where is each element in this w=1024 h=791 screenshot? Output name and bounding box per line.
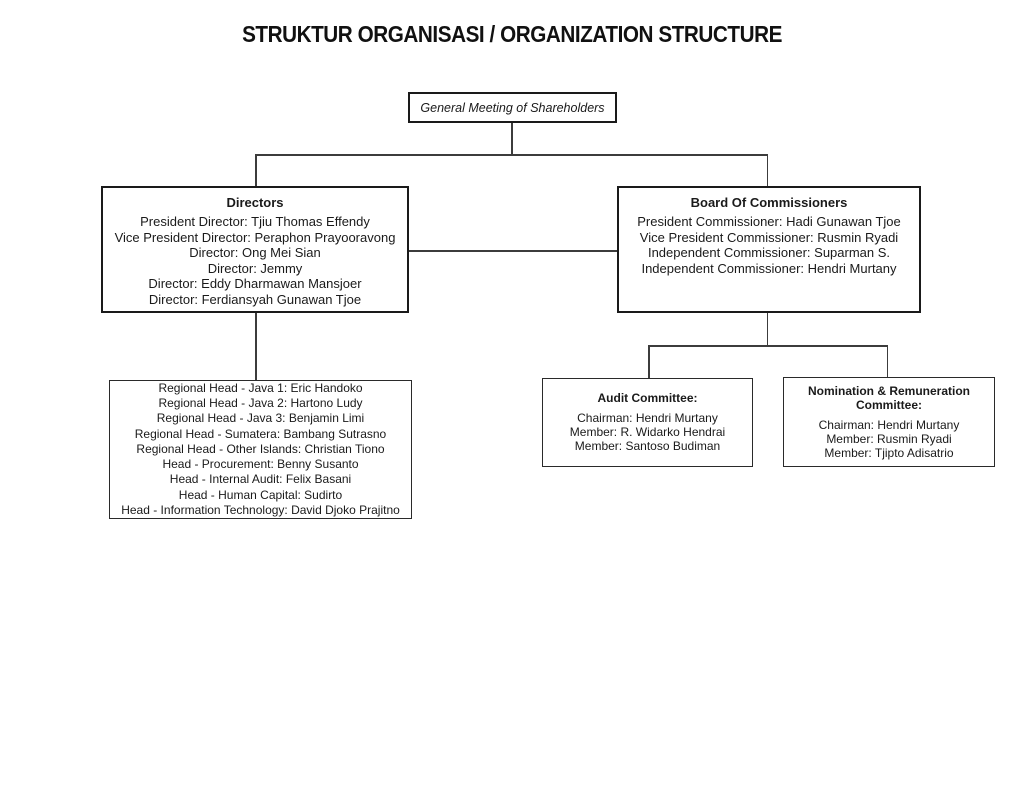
member-line: Head - Human Capital: Sudirto (178, 487, 343, 502)
member-line: Member: R. Widarko Hendrai (569, 425, 726, 440)
member-line: Vice President Commissioner: Rusmin Ryad… (639, 229, 899, 245)
member-line: Director: Ferdiansyah Gunawan Tjoe (148, 291, 362, 307)
member-line: Regional Head - Sumatera: Bambang Sutras… (134, 426, 387, 441)
node-audit-committee: Audit Committee: Chairman: Hendri Murtan… (542, 378, 753, 467)
member-line: President Director: Tjiu Thomas Effendy (140, 214, 370, 229)
member-line: Member: Santoso Budiman (574, 439, 721, 454)
member-line: Director: Jemmy (207, 260, 303, 276)
nomination-committee-heading: Nomination & Remuneration Committee: (807, 383, 970, 413)
connector-top-horizontal (255, 154, 768, 156)
connector-directors-drop (255, 154, 257, 187)
member-line: Head - Procurement: Benny Susanto (162, 457, 359, 472)
directors-heading: Directors (226, 195, 284, 210)
member-line: Director: Ong Mei Sian (189, 245, 321, 260)
shareholders-label: General Meeting of Shareholders (420, 100, 605, 115)
member-line: Member: Tjipto Adisatrio (824, 446, 954, 461)
member-line: Regional Head - Java 3: Benjamin Limi (156, 411, 365, 426)
node-board-of-commissioners: Board Of Commissioners President Commiss… (617, 186, 921, 313)
member-line: Regional Head - Java 2: Hartono Ludy (158, 395, 363, 410)
connector-directors-regional (255, 312, 257, 381)
member-line: Chairman: Hendri Murtany (818, 417, 960, 432)
audit-committee-heading: Audit Committee: (597, 391, 698, 406)
node-nomination-remuneration-committee: Nomination & Remuneration Committee: Cha… (783, 377, 995, 467)
node-directors: Directors President Director: Tjiu Thoma… (101, 186, 409, 313)
connector-directors-commissioners (409, 250, 617, 252)
commissioners-member-list: President Commissioner: Hadi Gunawan Tjo… (619, 214, 919, 276)
commissioners-heading: Board Of Commissioners (690, 195, 848, 210)
connector-nomination-drop (886, 345, 888, 378)
member-line: Member: Rusmin Ryadi (826, 431, 952, 446)
connector-shareholders-down (511, 122, 513, 155)
member-line: Independent Commissioner: Hendri Murtany (641, 260, 897, 276)
member-line: Independent Commissioner: Suparman S. (647, 245, 891, 260)
member-line: Head - Information Technology: David Djo… (121, 503, 400, 518)
node-general-meeting-of-shareholders: General Meeting of Shareholders (408, 92, 617, 123)
member-line: Director: Eddy Dharmawan Mansjoer (148, 276, 362, 291)
member-line: Regional Head - Java 1: Eric Handoko (158, 380, 363, 395)
member-line: Vice President Director: Peraphon Prayoo… (114, 229, 396, 245)
connector-audit-drop (648, 345, 650, 379)
member-line: Regional Head - Other Islands: Christian… (136, 441, 385, 456)
connector-commissioners-drop (766, 154, 768, 187)
connector-commissioners-down (766, 312, 768, 346)
member-line: Chairman: Hendri Murtany (577, 410, 718, 425)
member-line: Head - Internal Audit: Felix Basani (169, 472, 352, 487)
connector-committee-horizontal (648, 345, 888, 347)
page-title: STRUKTUR ORGANISASI / ORGANIZATION STRUC… (242, 21, 782, 47)
member-line: President Commissioner: Hadi Gunawan Tjo… (637, 214, 901, 229)
